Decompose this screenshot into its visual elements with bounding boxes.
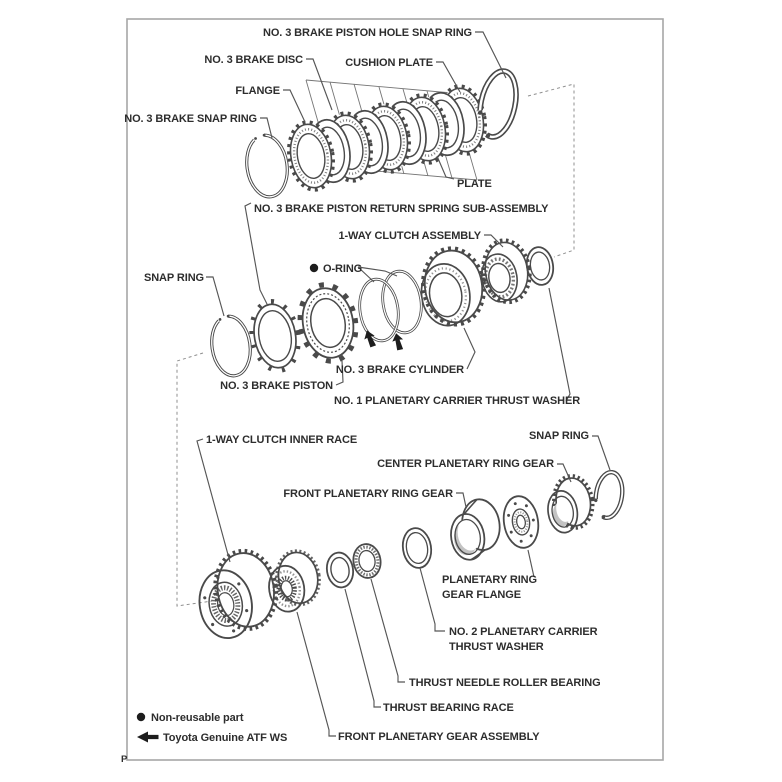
construction-line-right <box>527 83 575 258</box>
label-needle-bearing: THRUST NEEDLE ROLLER BEARING <box>409 677 601 689</box>
construction-line-left <box>176 352 213 607</box>
piston-cylinder-section <box>210 238 555 378</box>
leader-line <box>370 578 405 683</box>
mid-snap-ring-part <box>210 314 252 378</box>
legend-non-reusable-label: Non-reusable part <box>151 712 244 724</box>
leader-line <box>548 287 571 402</box>
label-flange: FLANGE <box>235 85 280 97</box>
leader-line <box>283 89 306 123</box>
leader-line <box>475 31 507 79</box>
atf-arrow-icon <box>137 731 159 743</box>
brake-pack-section <box>245 68 519 199</box>
front-gear-assembly-part <box>268 549 321 613</box>
leader-line <box>436 61 461 93</box>
label-o-ring: O-RING <box>323 263 362 275</box>
brake-piston-part <box>297 282 359 364</box>
label-inner-race: 1-WAY CLUTCH INNER RACE <box>206 434 357 446</box>
no2-thrust-washer-part <box>401 527 433 569</box>
label-brake-disc: NO. 3 BRAKE DISC <box>204 54 303 66</box>
leader-line <box>419 567 445 632</box>
label-cushion-plate: CUSHION PLATE <box>345 57 433 69</box>
label-no2-carrier-2: THRUST WASHER <box>449 641 544 653</box>
label-ring-gear-flange-2: GEAR FLANGE <box>442 589 521 601</box>
planetary-section <box>198 469 625 639</box>
inner-race-part <box>198 548 279 639</box>
legend-atf-label: Toyota Genuine ATF WS <box>163 732 287 744</box>
label-snap-ring-mid: SNAP RING <box>144 272 204 284</box>
piston-hole-snap-ring-part <box>477 68 519 140</box>
leader-line <box>244 202 269 307</box>
brake-snap-ring-part <box>245 133 289 199</box>
label-front-ring-gear: FRONT PLANETARY RING GEAR <box>283 488 453 500</box>
label-brake-cylinder: NO. 3 BRAKE CYLINDER <box>336 364 464 376</box>
brake-cylinder-part <box>420 246 486 327</box>
leader-line <box>557 463 572 483</box>
label-return-spring: NO. 3 BRAKE PISTON RETURN SPRING SUB-ASS… <box>254 203 549 215</box>
non-reusable-dot-icon <box>136 712 146 722</box>
part-labels: NO. 3 BRAKE PISTON HOLE SNAP RING NO. 3 … <box>124 27 600 743</box>
label-center-ring-gear: CENTER PLANETARY RING GEAR <box>377 458 554 470</box>
label-one-way-clutch: 1-WAY CLUTCH ASSEMBLY <box>338 230 481 242</box>
label-brake-snap-ring: NO. 3 BRAKE SNAP RING <box>124 113 257 125</box>
label-no1-thrust-washer: NO. 1 PLANETARY CARRIER THRUST WASHER <box>334 395 580 407</box>
label-piston-hole-snap-ring: NO. 3 BRAKE PISTON HOLE SNAP RING <box>263 27 472 39</box>
front-ring-gear-part <box>450 498 501 561</box>
o-ring-parts <box>358 269 423 343</box>
leader-line <box>592 435 611 471</box>
leader-line <box>335 360 344 386</box>
leader-lines <box>196 31 611 737</box>
label-plate: PLATE <box>457 178 492 190</box>
leader-line <box>357 266 398 277</box>
label-front-gear-assembly: FRONT PLANETARY GEAR ASSEMBLY <box>338 731 540 743</box>
label-no2-carrier-1: NO. 2 PLANETARY CARRIER <box>449 626 598 638</box>
leader-line <box>206 276 225 317</box>
leader-line <box>196 438 231 563</box>
leader-line <box>296 611 336 737</box>
leader-line <box>436 155 455 180</box>
leader-line <box>344 588 381 708</box>
label-bearing-race: THRUST BEARING RACE <box>383 702 514 714</box>
leader-line <box>306 58 333 111</box>
label-snap-ring-bottom: SNAP RING <box>529 430 589 442</box>
leader-line <box>260 117 273 139</box>
return-spring-part <box>249 299 301 373</box>
center-ring-gear-part <box>547 474 595 534</box>
legend: Non-reusable part Toyota Genuine ATF WS <box>136 712 287 744</box>
bottom-snap-ring-part <box>593 469 625 521</box>
corner-mark: P <box>121 754 128 765</box>
leader-line <box>527 549 535 578</box>
figure-border <box>126 18 664 761</box>
one-way-clutch-part <box>480 238 532 305</box>
needle-bearing-part <box>352 543 382 579</box>
leader-line <box>456 492 467 508</box>
non-reusable-dot-icon <box>309 263 319 273</box>
brake-disc-stack <box>281 80 493 196</box>
ring-gear-flange-part <box>502 495 540 549</box>
leader-line <box>357 266 375 283</box>
bearing-race-part <box>325 551 355 589</box>
label-brake-piston: NO. 3 BRAKE PISTON <box>220 380 333 392</box>
label-ring-gear-flange-1: PLANETARY RING <box>442 574 537 586</box>
leader-line <box>463 327 476 370</box>
leader-line <box>484 234 504 248</box>
